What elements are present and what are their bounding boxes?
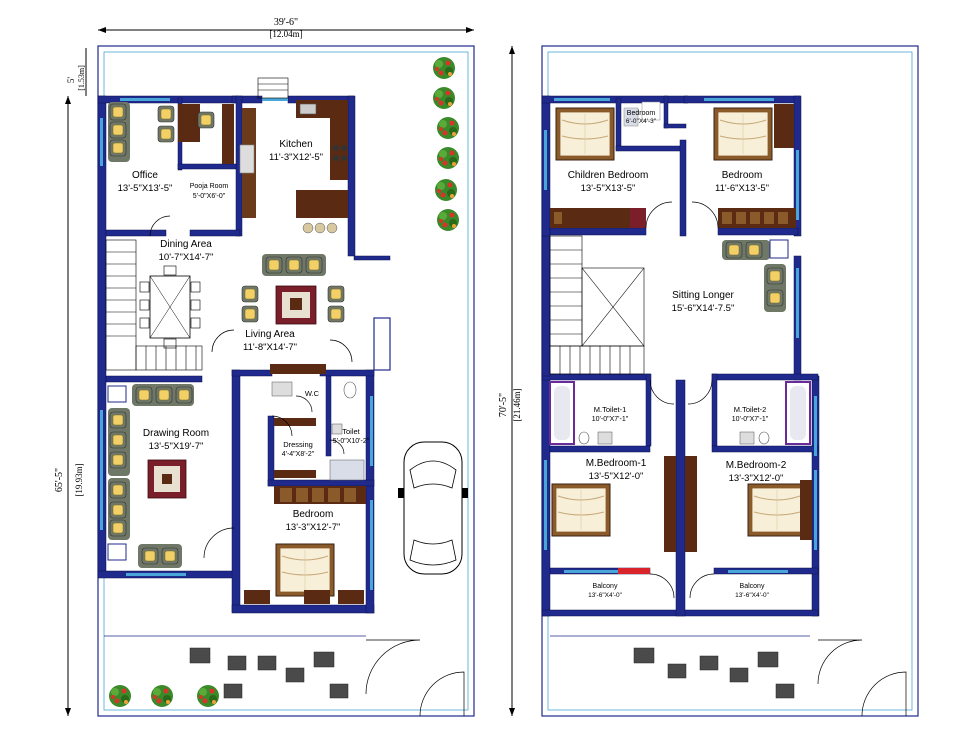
setback-m: [1.53m] [77, 65, 86, 91]
ground-windows [100, 98, 373, 590]
bedroom-name: Bedroom [293, 509, 334, 520]
mbed1-size: 13'-5"X12'-0" [589, 471, 644, 482]
drawing-size: 13'-5"X19'-7" [149, 441, 204, 452]
top-width-m: [12.04m] [269, 29, 302, 39]
children-name: Children Bedroom [568, 170, 649, 181]
first-windows [544, 98, 817, 573]
setback-ft: 5' [66, 77, 76, 84]
children-bedroom-furniture [550, 101, 661, 228]
left-depth-dimension: 65'-5" [19.93m] [54, 96, 84, 716]
dressing-name: Dressing [283, 440, 313, 449]
toilet1-size: 10'-0"X7'-1" [592, 416, 629, 423]
sitting-name: Sitting Longer [672, 290, 734, 301]
toilet2-name: M.Toilet-2 [734, 405, 767, 414]
ground-bedroom-furniture [244, 543, 364, 604]
setback-dimension: 5' [1.53m] [66, 48, 87, 96]
mbed1-name: M.Bedroom-1 [586, 458, 647, 469]
ground-floor-plan: Office 13'-5"X13'-5" Pooja Room 5'-0"X6'… [97, 45, 475, 717]
first-floor-plan: Children Bedroom 13'-5"X13'-5" Bedroom 6… [541, 45, 919, 717]
dressing-size: 4'-4"X8'-2" [282, 451, 315, 458]
top-width-dimension: 39'-6" [12.04m] [98, 17, 474, 39]
sitting-size: 15'-6"X14'-7.5" [672, 303, 735, 314]
toilet-size: 5'-0"X10'-2" [333, 438, 370, 445]
toilet2-size: 10'-0"X7'-1" [732, 416, 769, 423]
pooja-size: 5'-0"X6'-0" [193, 193, 226, 200]
living-name: Living Area [245, 329, 295, 340]
first-pavers [633, 647, 795, 699]
ground-staircase [105, 239, 203, 371]
left-depth-ft: 65'-5" [54, 468, 65, 492]
ground-doors [149, 215, 465, 717]
dining-size: 10'-7"X14'-7" [159, 252, 214, 263]
pooja-name: Pooja Room [190, 183, 229, 190]
ground-room-labels: Office 13'-5"X13'-5" Pooja Room 5'-0"X6'… [118, 139, 370, 533]
first-doors [645, 201, 907, 717]
master-toilet-fixtures [549, 381, 811, 445]
drawing-room-furniture [107, 384, 194, 568]
right-depth-ft: 70'-5" [498, 393, 509, 417]
balcony1-name: Balcony [593, 583, 618, 590]
top-bedroom-size: 11'-6"X13'-5" [715, 183, 769, 194]
kitchen-name: Kitchen [279, 139, 312, 150]
ground-bath-fixtures [271, 381, 366, 504]
bedroom-size: 13'-3"X12'-7" [286, 522, 341, 533]
master-bedroom-furniture [551, 456, 812, 574]
children-size: 13'-5"X13'-5" [581, 183, 636, 194]
balcony2-size: 13'-6"X4'-0" [735, 592, 770, 599]
right-depth-m: [21.46m] [512, 388, 522, 421]
top-width-ft: 39'-6" [274, 17, 298, 28]
office-furniture [108, 102, 234, 164]
living-furniture [241, 254, 345, 374]
toilet1-name: M.Toilet-1 [594, 405, 627, 414]
balcony1-size: 13'-6"X4'-0" [588, 592, 623, 599]
wc-name: W.C [305, 389, 320, 398]
kitchen-size: 11'-3"X12'-5" [269, 152, 323, 163]
left-depth-m: [19.93m] [74, 463, 84, 496]
balcony2-name: Balcony [740, 583, 765, 590]
drawing-name: Drawing Room [143, 428, 209, 439]
dining-table [139, 265, 201, 349]
first-staircase [549, 235, 645, 375]
car-icon [398, 441, 468, 575]
office-size: 13'-5"X13'-5" [118, 183, 173, 194]
sitting-furniture [722, 239, 789, 312]
office-name: Office [132, 170, 158, 181]
living-size: 11'-8"X14'-7" [243, 342, 297, 353]
toilet-name: Toilet [342, 427, 360, 436]
top-bedroom-name: Bedroom [722, 170, 763, 181]
kitchen-counter [239, 77, 348, 234]
mbed2-name: M.Bedroom-2 [726, 460, 787, 471]
ground-pavers [189, 647, 349, 699]
small-bedroom-size: 6'-0"X4'-3" [626, 118, 657, 125]
first-room-labels: Children Bedroom 13'-5"X13'-5" Bedroom 6… [568, 110, 787, 599]
dining-name: Dining Area [160, 239, 212, 250]
top-bedroom-furniture [713, 104, 796, 228]
mbed2-size: 13'-3"X12'-0" [729, 473, 784, 484]
right-depth-dimension: 70'-5" [21.46m] [498, 46, 522, 716]
small-bedroom-name: Bedroom [627, 110, 656, 117]
